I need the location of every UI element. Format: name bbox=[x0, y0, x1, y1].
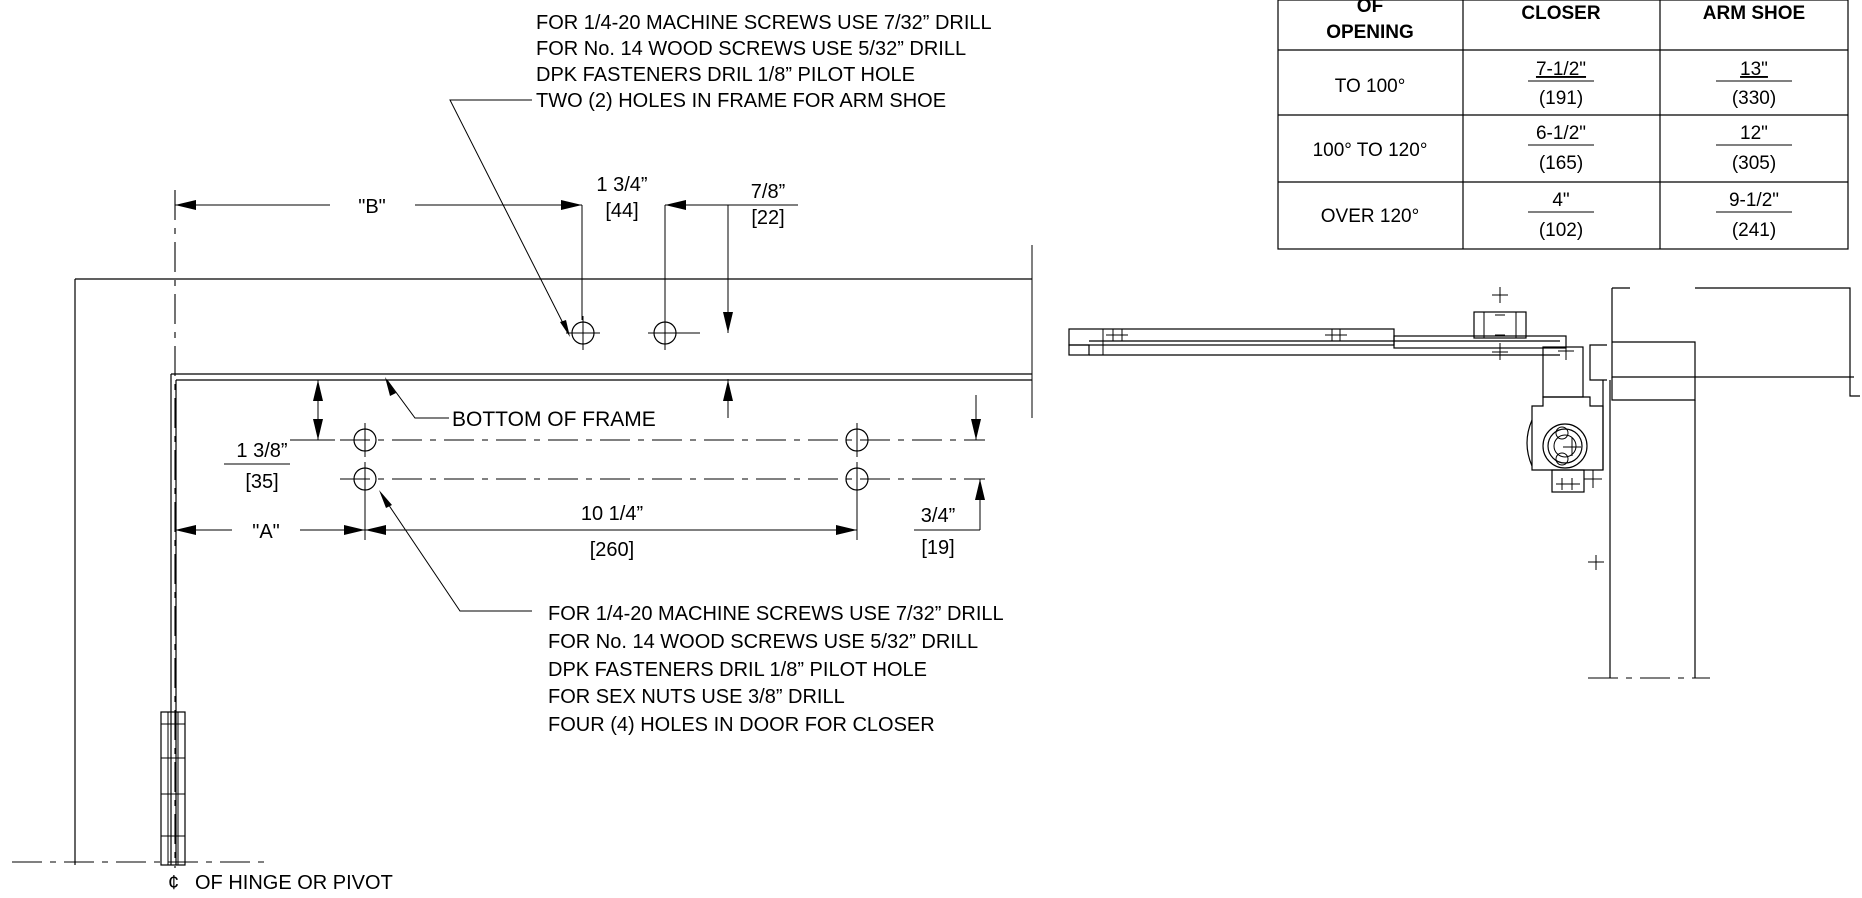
th-closer: CLOSER bbox=[1521, 3, 1600, 24]
dimension-1-3-4: 1 3/4” [44] bbox=[581, 174, 715, 320]
cell-opening: OVER 120° bbox=[1321, 206, 1419, 227]
dim-1-3-4-in: 1 3/4” bbox=[596, 174, 647, 196]
door-note-line-3: DPK FASTENERS DRIL 1/8” PILOT HOLE bbox=[548, 659, 927, 681]
door-note-leader bbox=[381, 494, 532, 612]
bottom-of-frame-leader bbox=[386, 379, 449, 419]
dimension-a: "A" bbox=[175, 490, 366, 543]
cell-closer: 6-1/2" bbox=[1536, 123, 1586, 144]
door-note-line-1: FOR 1/4-20 MACHINE SCREWS USE 7/32” DRIL… bbox=[548, 603, 1004, 625]
dim-a-label: "A" bbox=[252, 521, 280, 543]
dim-7-8-in: 7/8” bbox=[751, 181, 785, 203]
door-note-line-2: FOR No. 14 WOOD SCREWS USE 5/32” DRILL bbox=[548, 631, 978, 653]
bottom-of-frame-label: BOTTOM OF FRAME bbox=[452, 408, 656, 431]
frame-drill-note: FOR 1/4-20 MACHINE SCREWS USE 7/32” DRIL… bbox=[536, 12, 992, 112]
cell-shoe-mm: (305) bbox=[1732, 153, 1776, 174]
dim-260-mm: [260] bbox=[590, 539, 634, 561]
frame-note-line-1: FOR 1/4-20 MACHINE SCREWS USE 7/32” DRIL… bbox=[536, 12, 992, 34]
cell-closer-mm: (165) bbox=[1539, 153, 1583, 174]
dim-b-label: "B" bbox=[358, 196, 386, 218]
dimension-3-4: 3/4” [19] bbox=[914, 395, 985, 559]
dimension-10-1-4: 10 1/4” [260] bbox=[365, 490, 858, 561]
cell-closer-mm: (102) bbox=[1539, 220, 1583, 241]
dimension-b: "B" bbox=[175, 196, 582, 218]
dimension-1-3-8: 1 3/8” [35] bbox=[224, 380, 335, 493]
cell-shoe: 12" bbox=[1740, 123, 1768, 144]
door-drill-note: FOR 1/4-20 MACHINE SCREWS USE 7/32” DRIL… bbox=[548, 603, 1004, 736]
door-frame-elevation bbox=[74, 245, 1033, 866]
dim-19-mm: [19] bbox=[921, 537, 954, 559]
closer-top-view bbox=[1068, 287, 1860, 679]
dim-3-4-in: 3/4” bbox=[921, 505, 955, 527]
door-hole-3 bbox=[845, 423, 869, 457]
cell-opening: 100° TO 120° bbox=[1313, 140, 1428, 161]
dimension-7-8: 7/8” [22] bbox=[713, 181, 798, 418]
cell-opening: TO 100° bbox=[1335, 76, 1406, 97]
frame-note-leader bbox=[449, 99, 569, 334]
leader-arrowhead bbox=[560, 320, 570, 337]
door-hole-1 bbox=[353, 423, 377, 457]
dimension-table: OF OPENING CLOSER ARM SHOE TO 100° 7-1/2… bbox=[1277, 0, 1849, 250]
frame-note-line-4: TWO (2) HOLES IN FRAME FOR ARM SHOE bbox=[536, 90, 946, 112]
frame-hole-2 bbox=[648, 316, 700, 350]
frame-hole-1 bbox=[566, 316, 600, 350]
th-arm-shoe: ARM SHOE bbox=[1703, 3, 1805, 24]
th-opening-line-1: OF bbox=[1357, 0, 1383, 17]
cell-shoe: 13" bbox=[1740, 59, 1768, 80]
cell-closer-mm: (191) bbox=[1539, 88, 1583, 109]
cell-closer: 4" bbox=[1552, 190, 1569, 211]
dim-1-3-8-in: 1 3/8” bbox=[236, 440, 287, 462]
cell-shoe-mm: (241) bbox=[1732, 220, 1776, 241]
dim-44-mm: [44] bbox=[605, 200, 638, 222]
dim-22-mm: [22] bbox=[751, 207, 784, 229]
dim-10-1-4-in: 10 1/4” bbox=[581, 503, 643, 525]
frame-note-line-3: DPK FASTENERS DRIL 1/8” PILOT HOLE bbox=[536, 64, 915, 86]
th-opening-line-2: OPENING bbox=[1326, 22, 1414, 43]
door-note-line-4: FOR SEX NUTS USE 3/8” DRILL bbox=[548, 686, 845, 708]
cell-shoe: 9-1/2" bbox=[1729, 190, 1779, 211]
door-note-line-5: FOUR (4) HOLES IN DOOR FOR CLOSER bbox=[548, 714, 935, 736]
frame-note-line-2: FOR No. 14 WOOD SCREWS USE 5/32” DRILL bbox=[536, 38, 966, 60]
cell-shoe-mm: (330) bbox=[1732, 88, 1776, 109]
cell-closer: 7-1/2" bbox=[1536, 59, 1586, 80]
dim-35-mm: [35] bbox=[245, 471, 278, 493]
hinge-pivot-label: OF HINGE OR PIVOT bbox=[195, 872, 393, 894]
centerline-icon: ¢ bbox=[168, 872, 179, 894]
